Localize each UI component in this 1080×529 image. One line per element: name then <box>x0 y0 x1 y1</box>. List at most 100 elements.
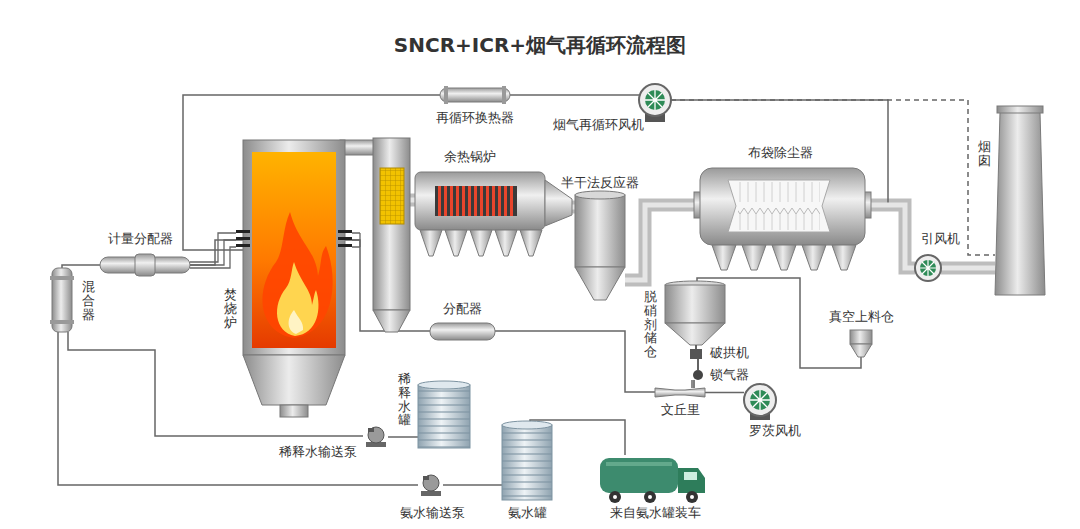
ammonia-tank <box>502 421 552 500</box>
semi-dry-reactor-part <box>575 191 625 199</box>
bag-filter-part <box>802 245 826 270</box>
recirculation-fan-part <box>645 90 665 110</box>
recirculation-fan <box>639 84 671 122</box>
semi-dry-reactor <box>575 191 625 300</box>
equipment-node: 布袋除尘器 <box>700 165 865 245</box>
equipment-node: 混合器 <box>52 268 72 332</box>
heat-exchanger-part <box>440 88 510 102</box>
equipment-node: 焚烧炉 <box>243 140 345 355</box>
waste-heat-boiler-part <box>420 230 442 256</box>
distributor-part <box>430 323 495 340</box>
pump-part <box>368 428 374 432</box>
bag-filter-part <box>742 245 766 270</box>
waste-heat-boiler-part <box>470 230 492 256</box>
equipment-label: 氨水罐 <box>508 506 547 520</box>
equipment-node: 罗茨风机 <box>744 384 776 416</box>
bag-filter-part <box>700 168 865 245</box>
heat-exchanger-part <box>502 86 506 104</box>
roots-blower <box>744 384 776 420</box>
equipment-label: 氨水输送泵 <box>400 506 465 520</box>
equipment-node: 半干法反应器 <box>575 195 625 300</box>
agent-silo-part <box>690 349 702 359</box>
incinerator-part <box>338 237 352 240</box>
incinerator-part <box>338 244 352 247</box>
chimney-part <box>997 106 1043 113</box>
equipment-node: 文丘里 <box>655 388 705 397</box>
heat-exchanger-part <box>444 86 448 104</box>
incinerator-part <box>289 310 303 334</box>
heat-exchanger <box>440 86 510 104</box>
incinerator-part <box>262 212 332 338</box>
equipment-node: 稀释水输送泵 <box>363 427 388 447</box>
pipe-line <box>691 380 693 388</box>
duct-highlight <box>625 205 700 280</box>
tanker-truck-part <box>600 458 678 493</box>
mixer <box>50 268 74 332</box>
bag-filter-part <box>728 180 830 232</box>
roots-blower-part <box>750 390 770 410</box>
vacuum-hopper <box>850 330 872 357</box>
tanker-truck-part <box>686 491 698 503</box>
tanker-truck-part <box>690 495 694 499</box>
incinerator-part <box>236 230 250 233</box>
tanker-truck-part <box>613 495 617 499</box>
induced-draft-fan-part <box>920 260 936 276</box>
equipment-label: 稀释水输送泵 <box>279 445 357 459</box>
incinerator-part <box>280 405 308 417</box>
semi-dry-reactor-part <box>575 195 625 267</box>
semi-dry-reactor-part <box>575 267 625 300</box>
pump-part <box>423 476 429 480</box>
equipment-node: 稀释水罐 <box>418 385 470 448</box>
incinerator-part <box>236 244 250 247</box>
ammonia-tank-part <box>502 425 552 500</box>
equipment-node: 余热锅炉 <box>415 170 572 230</box>
chimney-part <box>995 112 1045 295</box>
distributor-part <box>359 233 360 247</box>
equipment-label: 半干法反应器 <box>561 176 639 190</box>
bag-filter-part <box>712 245 736 270</box>
second-pass-part <box>373 310 410 332</box>
equipment-label: 文丘里 <box>661 403 700 417</box>
bag-filter-part <box>738 182 820 230</box>
roots-blower-part <box>744 384 776 416</box>
equipment-label: 烟囱 <box>978 140 991 168</box>
pipe-line <box>62 265 100 268</box>
incinerator-part <box>243 140 345 355</box>
equipment-label: 锁气器 <box>710 368 749 382</box>
incinerator-part <box>277 262 318 336</box>
dashed-pipe <box>671 100 995 255</box>
equipment-label: 混合器 <box>82 280 95 321</box>
incinerator-part <box>236 237 250 240</box>
venturi <box>655 388 705 397</box>
waste-heat-boiler-part <box>435 186 517 216</box>
pipe-line <box>510 94 639 96</box>
equipment-node: 分配器 <box>430 323 495 340</box>
induced-draft-fan <box>915 255 941 281</box>
tanker-truck-part <box>644 491 656 503</box>
distributor-part <box>352 233 360 247</box>
flue-duct <box>625 205 700 280</box>
roots-blower-part <box>750 390 770 410</box>
incinerator-part <box>338 230 352 233</box>
pump <box>366 427 441 496</box>
equipment-node: 真空上料仓 <box>850 330 872 357</box>
equipment-node: 氨水罐 <box>502 425 552 500</box>
metering-distributor-part <box>190 233 236 268</box>
agent-silo-part <box>693 370 703 380</box>
equipment-label: 来自氨水罐装车 <box>610 506 701 520</box>
tanker-truck-part <box>606 462 672 466</box>
recirculation-fan-part <box>645 90 665 110</box>
waste-heat-boiler-part <box>520 230 542 256</box>
pipe-line <box>443 484 502 486</box>
bag-filter-part <box>832 245 856 270</box>
distributor <box>352 233 495 340</box>
tanker-truck-part <box>609 491 621 503</box>
flue-duct <box>941 262 995 275</box>
dilution-water-tank-part <box>418 381 470 389</box>
equipment-label: 罗茨风机 <box>749 424 801 438</box>
equipment-label: 破拱机 <box>710 346 749 360</box>
duct-highlight <box>941 266 995 271</box>
equipment-label: 计量分配器 <box>108 232 173 246</box>
incinerator <box>236 140 380 417</box>
